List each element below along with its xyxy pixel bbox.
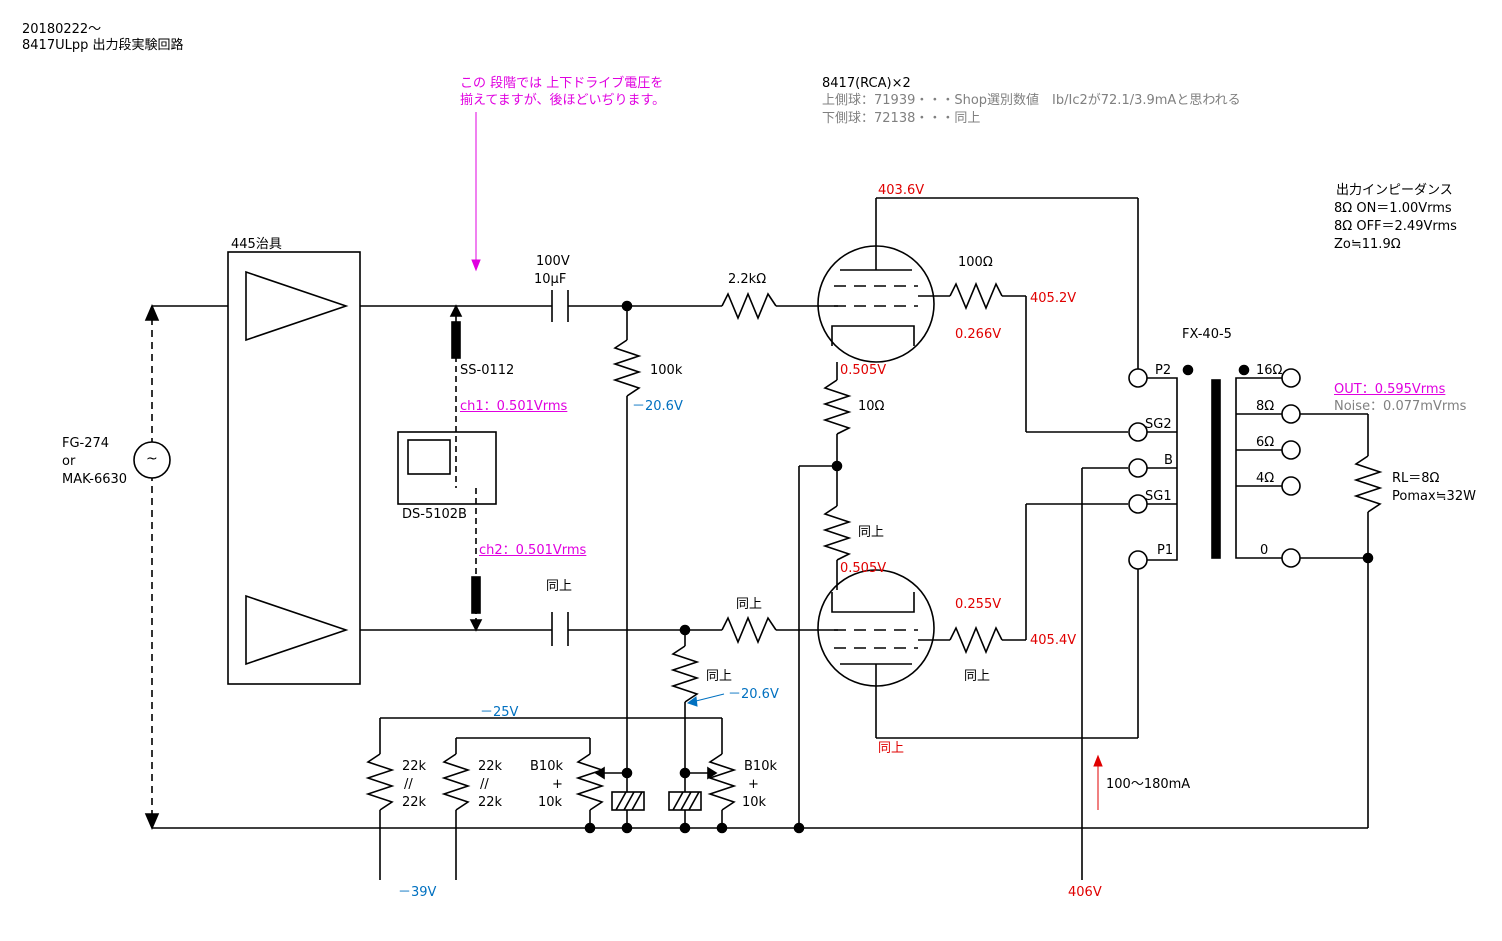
- pot-1-line-1: B10k: [530, 759, 563, 774]
- current-arrow: [1093, 754, 1103, 810]
- bias-resistor-bottom-label: 同上: [706, 669, 733, 684]
- page-title: 8417ULpp 出力段実験回路: [22, 38, 184, 53]
- grid-resistor-bottom-label: 同上: [736, 597, 763, 612]
- ac-source-icon: [133, 441, 171, 479]
- amp-triangle-top: [245, 270, 349, 342]
- top-signal-path: [360, 290, 838, 828]
- cathode-network: [793, 362, 852, 834]
- r10-label: 10Ω: [858, 399, 885, 414]
- source-branch: [144, 303, 1368, 831]
- bias-res-2-line-1: 22k: [478, 759, 503, 774]
- screen-resistor-bottom-label: 同上: [964, 669, 991, 684]
- screen-drop-top: 0.266V: [955, 327, 1002, 342]
- bias-arrow: [686, 693, 725, 707]
- plate-voltage-bottom: 同上: [878, 741, 905, 756]
- bias-voltage-top: －20.6V: [632, 399, 683, 414]
- cap-bottom-label: 同上: [546, 579, 573, 594]
- screen-voltage-bottom: 405.4V: [1030, 633, 1077, 648]
- bias-res-2-line-3: 22k: [478, 795, 503, 810]
- load-resistor: [1300, 413, 1383, 828]
- bplus-voltage: 406V: [1068, 885, 1102, 900]
- bias-capacitor-2: [668, 791, 702, 811]
- tap-sg2: SG2: [1145, 417, 1172, 432]
- source-label-3: MAK-6630: [62, 472, 128, 487]
- zout-line-3: Zo≒11.9Ω: [1334, 237, 1401, 252]
- note-line-2: 揃えてますが、後ほどいぢります。: [460, 93, 666, 108]
- source-label-2: or: [62, 454, 76, 469]
- pot-1-line-2: +: [552, 777, 563, 792]
- cathode-resistor-bottom-label: 同上: [858, 525, 885, 540]
- load-label-2: Pomax≒32W: [1392, 489, 1476, 504]
- noise-level: Noise：0.077mVrms: [1334, 399, 1467, 414]
- bias-res-2-line-2: //: [480, 777, 489, 792]
- load-label-1: RL＝8Ω: [1392, 471, 1440, 486]
- cathode-voltage-top: 0.505V: [840, 363, 887, 378]
- bottom-signal-path: [360, 612, 838, 828]
- bias-res-1-line-1: 22k: [402, 759, 427, 774]
- tube-bottom: [817, 569, 935, 738]
- pot-2-line-2: +: [748, 777, 759, 792]
- screen-resistor-top-label: 100Ω: [958, 255, 993, 270]
- screen-resistor-top: [918, 281, 1128, 433]
- tap-p2: P2: [1155, 363, 1172, 378]
- cap-voltage: 100V: [536, 254, 570, 269]
- current-label: 100～180mA: [1106, 777, 1191, 792]
- bplus-line: [1081, 467, 1128, 880]
- bias-capacitor-1: [611, 791, 645, 811]
- r100k-label: 100k: [650, 363, 683, 378]
- jig-label: 445治具: [231, 237, 282, 252]
- screen-voltage-top: 405.2V: [1030, 291, 1077, 306]
- bias-voltage-bottom: －20.6V: [728, 687, 779, 702]
- probe-label: SS-0112: [460, 363, 515, 378]
- oscilloscope-icon: [397, 431, 497, 505]
- amp-triangle-bottom: [245, 594, 349, 666]
- bias-raw-voltage: －39V: [398, 885, 437, 900]
- date-label: 20180222～: [22, 22, 102, 37]
- zout-line-1: 8Ω ON＝1.00Vrms: [1334, 201, 1452, 216]
- tap-4: 4Ω: [1256, 471, 1275, 486]
- tap-16: 16Ω: [1256, 363, 1283, 378]
- bias-network: [365, 717, 737, 880]
- tube-info-upper: 上側球：71939・・・Shop選別数値 Ib/Ic2が72.1/3.9mAと思…: [822, 93, 1241, 108]
- bias-res-1-line-3: 22k: [402, 795, 427, 810]
- pot-2-line-1: B10k: [744, 759, 777, 774]
- tube-top: [817, 198, 935, 363]
- screen-drop-bottom: 0.255V: [955, 597, 1002, 612]
- tap-0: 0: [1260, 543, 1269, 558]
- ch2-level: ch2：0.501Vrms: [479, 543, 587, 558]
- bias-res-1-line-2: //: [404, 777, 413, 792]
- tap-6: 6Ω: [1256, 435, 1275, 450]
- source-label-1: FG-274: [62, 436, 110, 451]
- tap-sg1: SG1: [1145, 489, 1172, 504]
- tube-info-lower: 下側球：72138・・・同上: [822, 111, 981, 126]
- tap-p1: P1: [1157, 543, 1174, 558]
- ac-source-symbol: ~: [146, 451, 158, 467]
- tube-info-title: 8417(RCA)×2: [822, 76, 911, 91]
- amp-jig-box: [227, 251, 361, 685]
- scope-label: DS-5102B: [402, 507, 467, 522]
- scope-probes: [449, 304, 483, 632]
- zout-title: 出力インピーダンス: [1336, 183, 1453, 198]
- cap-value: 10μF: [534, 272, 567, 287]
- tap-b: B: [1164, 453, 1173, 468]
- bias-supply-voltage: －25V: [480, 705, 519, 720]
- plate-voltage-top: 403.6V: [878, 183, 925, 198]
- screen-resistor-bottom: [918, 503, 1128, 655]
- note-line-1: この 段階では 上下ドライブ電圧を: [460, 76, 664, 91]
- tap-8: 8Ω: [1256, 399, 1275, 414]
- cathode-voltage-bottom: 0.505V: [840, 561, 887, 576]
- output-level: OUT：0.595Vrms: [1334, 382, 1446, 397]
- zout-line-2: 8Ω OFF＝2.49Vrms: [1334, 219, 1457, 234]
- annotation-arrow: [471, 112, 481, 272]
- output-transformer: [1128, 364, 1301, 570]
- grid-resistor-label: 2.2kΩ: [728, 272, 767, 287]
- transformer-name: FX-40-5: [1182, 327, 1232, 342]
- pot-1-line-3: 10k: [538, 795, 563, 810]
- pot-2-line-3: 10k: [742, 795, 767, 810]
- ch1-level: ch1：0.501Vrms: [460, 399, 568, 414]
